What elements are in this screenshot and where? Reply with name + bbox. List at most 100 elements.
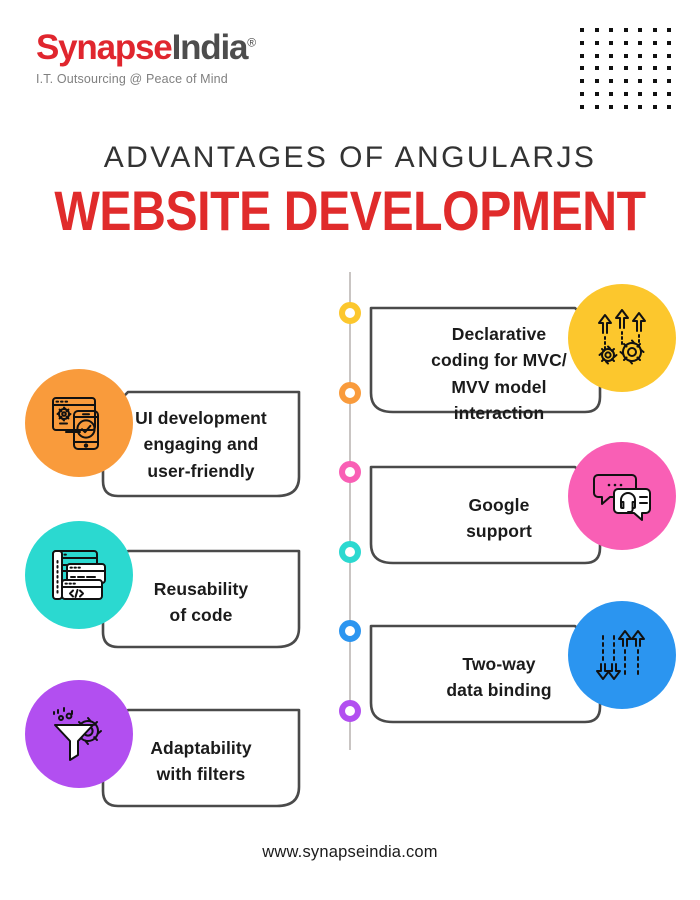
grid-dot <box>638 40 642 45</box>
icon-badge-gears-up-arrows <box>568 284 676 392</box>
advantage-line: coding for MVC/ <box>431 350 567 371</box>
grid-dot <box>652 104 657 109</box>
advantage-line: Declarative <box>451 324 547 344</box>
grid-dot <box>623 53 628 58</box>
advantage-card-adaptability-with-filters[interactable]: Adaptability with filters <box>35 707 335 809</box>
advantage-card-text: Two-way data binding <box>404 651 594 704</box>
logo-word-india: India <box>171 28 249 67</box>
advantage-card-reusability-of-code[interactable]: Reusability of code <box>35 548 335 650</box>
funnel-gear-filter-icon <box>53 707 102 761</box>
grid-dot <box>667 66 671 71</box>
advantage-line: with filters <box>156 764 246 785</box>
advantage-line: Reusability <box>153 579 249 599</box>
grid-dot <box>667 53 671 58</box>
grid-dot <box>652 79 657 84</box>
brand-logo: SynapseIndia® I.T. Outsourcing @ Peace o… <box>36 28 256 86</box>
gears-up-arrows-icon <box>598 309 646 365</box>
monitor-mobile-check-icon <box>52 397 99 450</box>
advantage-card-declarative-coding[interactable]: Declarative coding for MVC/ MVV model in… <box>368 305 668 423</box>
grid-dot <box>580 92 584 96</box>
advantage-line: user-friendly <box>147 460 255 481</box>
advantage-line: engaging and <box>143 434 259 455</box>
timeline-marker-1[interactable] <box>339 302 361 324</box>
advantage-line: Adaptability <box>150 738 252 758</box>
grid-dot <box>638 28 642 32</box>
grid-dot <box>667 79 671 84</box>
page-subtitle: ADVANTAGES OF ANGULARJS <box>103 141 597 174</box>
grid-dot <box>652 40 657 45</box>
grid-dot <box>609 53 613 58</box>
logo-word-synapse: Synapse <box>36 28 173 67</box>
advantage-card-two-way-data-binding[interactable]: Two-way data binding <box>368 623 668 725</box>
advantage-line: of code <box>169 605 233 626</box>
up-down-arrows-icon <box>596 630 645 680</box>
grid-dot <box>638 79 642 84</box>
grid-dot <box>652 92 657 96</box>
grid-dot <box>594 92 599 96</box>
grid-dot <box>638 92 642 96</box>
grid-dot <box>667 104 671 109</box>
timeline-axis <box>349 272 351 750</box>
grid-dot <box>652 28 657 32</box>
grid-dot <box>652 66 657 71</box>
grid-dot <box>623 66 628 71</box>
advantage-line: data binding <box>446 680 552 701</box>
icon-badge-chat-headset-support <box>568 442 676 550</box>
code-window-layers-icon <box>52 550 106 600</box>
grid-dot <box>623 28 628 32</box>
grid-dot <box>580 66 584 71</box>
advantage-card-ui-development[interactable]: UI development engaging and user-friendl… <box>35 389 335 499</box>
grid-dot <box>580 40 584 45</box>
icon-badge-funnel-gear-filter <box>25 680 133 788</box>
advantage-line: Two-way <box>462 654 536 674</box>
grid-dot <box>594 40 599 45</box>
grid-dot <box>623 104 628 109</box>
grid-dot <box>594 66 599 71</box>
grid-dot <box>667 28 671 32</box>
grid-dot <box>609 92 613 96</box>
grid-dot <box>638 104 642 109</box>
advantage-line: Google <box>468 495 530 515</box>
grid-dot <box>609 104 613 109</box>
grid-dot <box>638 53 642 58</box>
grid-dot <box>652 53 657 58</box>
timeline-marker-3[interactable] <box>339 461 361 483</box>
grid-dot <box>580 79 584 84</box>
icon-badge-code-window-layers <box>25 521 133 629</box>
icon-badge-up-down-arrows <box>568 601 676 709</box>
grid-dot <box>667 92 671 96</box>
advantage-line: MVV model interaction <box>451 376 547 423</box>
grid-dot <box>594 28 599 32</box>
timeline-marker-6[interactable] <box>339 700 361 722</box>
advantage-card-text: Reusability of code <box>111 576 291 629</box>
grid-dot <box>609 66 613 71</box>
grid-dot <box>594 104 599 109</box>
brand-tagline: I.T. Outsourcing @ Peace of Mind <box>36 72 228 86</box>
logo-wordmark: SynapseIndia® <box>36 28 256 67</box>
grid-dot <box>580 28 584 32</box>
advantage-line: UI development <box>135 408 267 428</box>
dot-grid-pattern <box>580 28 671 109</box>
grid-dot <box>580 53 584 58</box>
timeline-marker-4[interactable] <box>339 541 361 563</box>
grid-dot <box>580 104 584 109</box>
grid-dot <box>623 40 628 45</box>
grid-dot <box>609 79 613 84</box>
advantage-line: support <box>466 521 532 542</box>
registered-mark-icon: ® <box>247 35 256 50</box>
advantage-card-text: Declarative coding for MVC/ MVV model in… <box>404 321 594 426</box>
timeline-marker-5[interactable] <box>339 620 361 642</box>
chat-headset-support-icon <box>593 474 651 521</box>
grid-dot <box>594 79 599 84</box>
advantage-card-text: UI development engaging and user-friendl… <box>111 405 291 484</box>
footer-website-url[interactable]: www.synapseindia.com <box>262 843 438 861</box>
grid-dot <box>638 66 642 71</box>
grid-dot <box>667 40 671 45</box>
grid-dot <box>623 79 628 84</box>
advantage-card-text: Adaptability with filters <box>111 735 291 788</box>
advantage-card-google-support[interactable]: Google support <box>368 464 668 566</box>
grid-dot <box>623 92 628 96</box>
timeline-marker-2[interactable] <box>339 382 361 404</box>
grid-dot <box>609 28 613 32</box>
